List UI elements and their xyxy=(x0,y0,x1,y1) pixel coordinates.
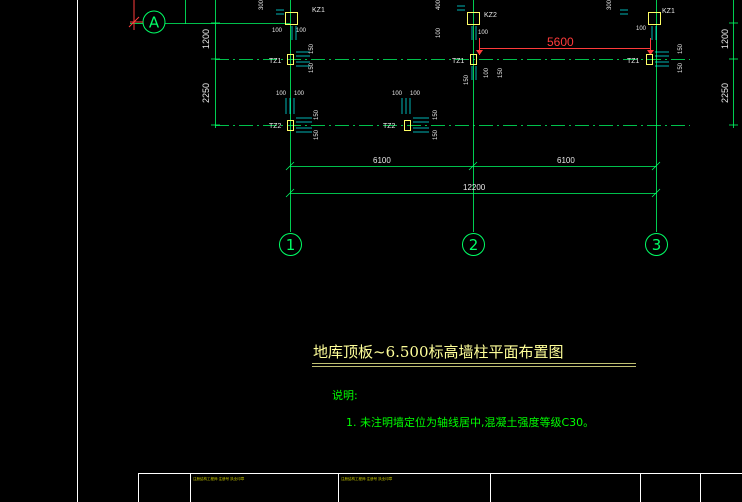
dim-150: 150 xyxy=(314,109,320,120)
dim-span-1-2: 6100 xyxy=(373,156,391,165)
tag-tz1-left: TZ1 xyxy=(269,58,282,65)
dim-100: 100 xyxy=(636,26,647,32)
dim-right-2250: 2250 xyxy=(720,83,730,103)
drawing-frame xyxy=(77,0,742,502)
axis-bubble-a: A xyxy=(142,10,166,34)
dim-150: 150 xyxy=(309,62,315,73)
column-tz1-right: TZ1 150 150 xyxy=(627,43,684,73)
title-underline xyxy=(312,363,636,367)
dim-span-2-3: 6100 xyxy=(557,156,575,165)
dim-150: 150 xyxy=(464,74,470,85)
dim-100: 100 xyxy=(272,28,283,34)
axis-label-2: 2 xyxy=(469,236,479,254)
tag-kz1-right: KZ1 xyxy=(662,8,675,15)
grid-lines xyxy=(130,0,690,232)
notes-heading: 说明: xyxy=(332,388,358,402)
column-tz1-mid: TZ1 150 100 150 xyxy=(452,54,504,85)
side-dimensions xyxy=(185,0,738,128)
tag-tz1-right: TZ1 xyxy=(627,58,640,65)
note-line-1: 1. 未注明墙定位为轴线居中,混凝土强度等级C30。 xyxy=(346,415,594,429)
dim-150: 150 xyxy=(678,62,684,73)
tag-tz2-right: TZ2 xyxy=(383,123,396,130)
dim-300: 300 xyxy=(259,0,265,10)
dim-400: 400 xyxy=(436,0,442,10)
dim-100: 100 xyxy=(484,67,490,78)
axis-bubble-3: 3 xyxy=(645,233,668,256)
axis-label-3: 3 xyxy=(652,236,662,254)
drawing-title: 地库顶板~6.500标高墙柱平面布置图 xyxy=(313,343,564,361)
dim-100: 100 xyxy=(410,91,421,97)
dim-300: 300 xyxy=(607,0,613,10)
red-dimension-5600 xyxy=(476,38,654,55)
axis-bubble-2: 2 xyxy=(462,233,485,256)
axis-label-a: A xyxy=(149,14,160,32)
tag-kz2: KZ2 xyxy=(484,12,497,19)
dim-150: 150 xyxy=(498,67,504,78)
dim-150: 150 xyxy=(314,129,320,140)
column-kz2: KZ2 400 100 100 xyxy=(436,0,497,40)
dim-150: 150 xyxy=(678,43,684,54)
axis-bubble-1: 1 xyxy=(279,233,302,256)
column-tz2-left: TZ2 100 100 150 150 xyxy=(269,91,320,140)
tag-tz2-left: TZ2 xyxy=(269,123,282,130)
column-tz1-left: TZ1 150 150 xyxy=(269,43,315,73)
dim-red-5600: 5600 xyxy=(547,35,574,49)
column-tz2-right: TZ2 100 100 150 150 xyxy=(383,91,439,140)
dim-100: 100 xyxy=(478,30,489,36)
dim-left-2250: 2250 xyxy=(201,83,211,103)
dim-right-1200: 1200 xyxy=(720,29,730,49)
column-kz1-left: KZ1 300 100 100 xyxy=(259,0,325,40)
dim-100: 100 xyxy=(436,27,442,38)
dim-left-1200: 1200 xyxy=(201,29,211,49)
dim-150: 150 xyxy=(433,109,439,120)
dim-total: 12200 xyxy=(463,183,486,192)
title-block-cell-1: 注册结构工程师 注册号 执业印章 xyxy=(193,476,245,481)
tag-kz1-left: KZ1 xyxy=(312,7,325,14)
dim-100: 100 xyxy=(276,91,287,97)
tag-tz1-mid: TZ1 xyxy=(452,58,465,65)
title-block-cell-2: 注册结构工程师 注册号 执业印章 xyxy=(341,476,393,481)
dim-150: 150 xyxy=(433,129,439,140)
dim-150: 150 xyxy=(309,43,315,54)
dim-100: 100 xyxy=(294,91,305,97)
column-kz1-right: KZ1 300 100 xyxy=(607,0,675,40)
axis-label-1: 1 xyxy=(286,236,296,254)
red-leader-a xyxy=(128,0,143,30)
bottom-dimensions xyxy=(285,161,661,198)
dim-100: 100 xyxy=(392,91,403,97)
dim-100: 100 xyxy=(296,28,307,34)
